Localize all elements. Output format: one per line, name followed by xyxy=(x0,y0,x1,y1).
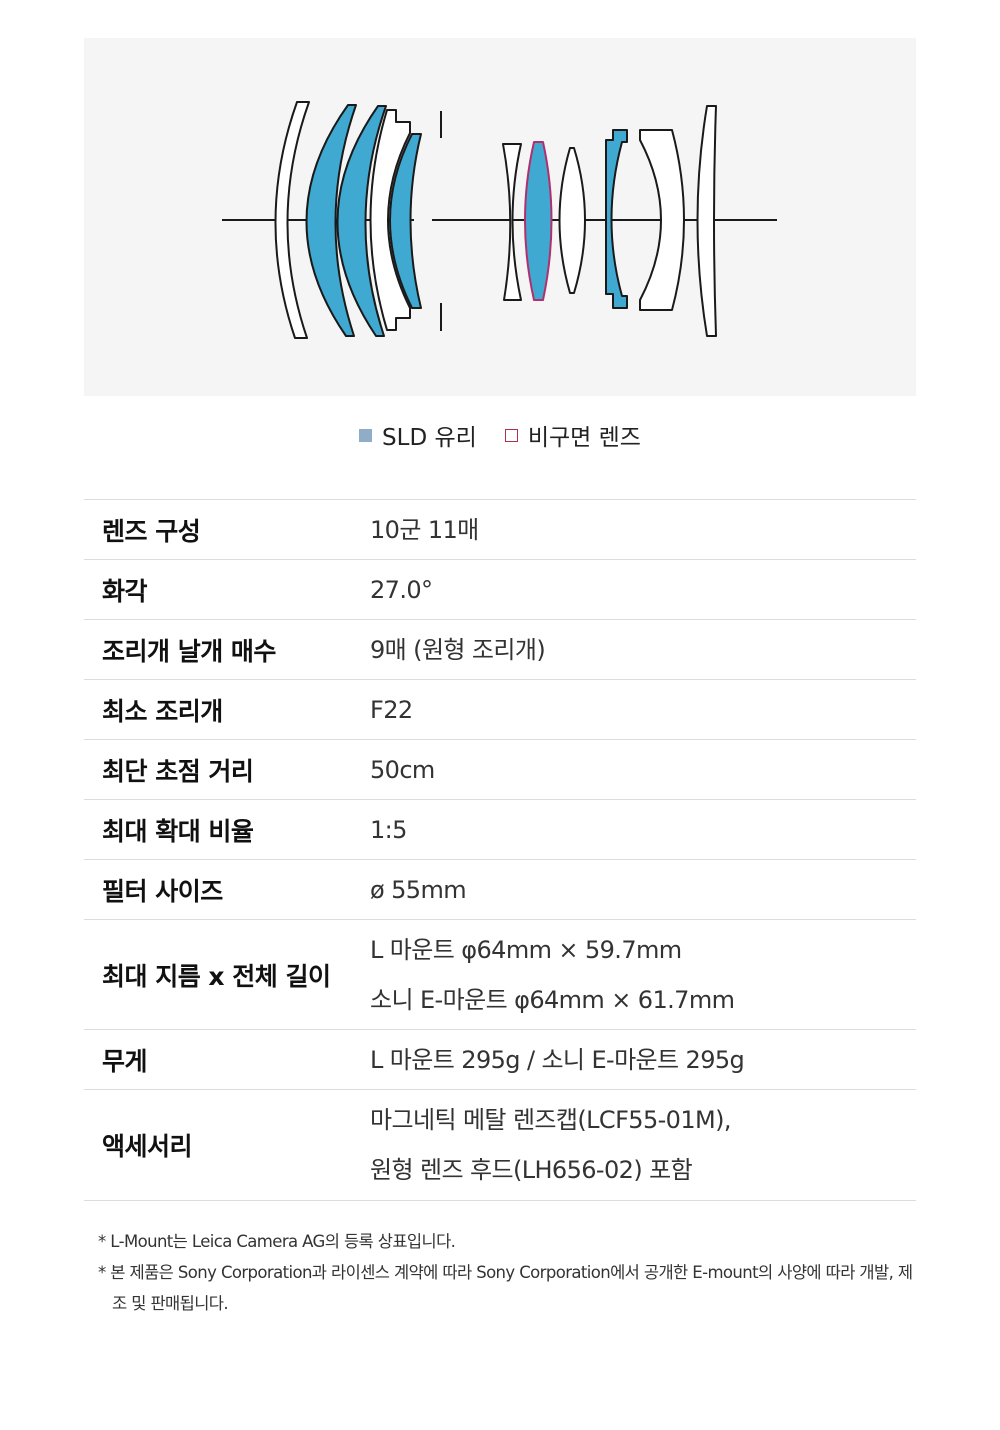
spec-label: 무게 xyxy=(102,1046,148,1076)
legend-item-aspherical: 비구면 렌즈 xyxy=(504,418,641,452)
spec-value-line: F22 xyxy=(370,695,413,724)
spec-value-line: 1:5 xyxy=(370,815,407,844)
spec-value-line: L 마운트 295g / 소니 E-마운트 295g xyxy=(370,1045,745,1074)
spec-row-aperture-blades: 조리개 날개 매수 9매 (원형 조리개) xyxy=(84,620,916,680)
spec-value-line: 마그네틱 메탈 렌즈캡(LCF55-01M), xyxy=(370,1106,732,1134)
legend-label-sld: SLD 유리 xyxy=(382,425,477,451)
spec-row-max-magnification: 최대 확대 비율 1:5 xyxy=(84,800,916,860)
legend-item-sld: SLD 유리 xyxy=(359,418,477,452)
aspherical-lens-swatch-icon xyxy=(504,428,518,442)
lens-diagram xyxy=(84,38,916,396)
lens-diagram-svg xyxy=(222,101,777,339)
lens-element-5-sld xyxy=(389,133,422,309)
lens-element-11 xyxy=(696,105,717,337)
spec-value-line: 원형 렌즈 후드(LH656-02) 포함 xyxy=(370,1156,693,1184)
spec-value-line: L 마운트 φ64mm × 59.7mm xyxy=(370,935,682,964)
lens-element-6 xyxy=(502,143,522,301)
legend: SLD 유리 비구면 렌즈 xyxy=(0,417,1000,453)
spec-value: ø 55mm xyxy=(370,865,916,915)
spec-label: 렌즈 구성 xyxy=(102,516,201,546)
footnote-license: * 본 제품은 Sony Corporation과 라이센스 계약에 따라 So… xyxy=(98,1263,913,1313)
spec-row-minimum-focus-distance: 최단 초점 거리 50cm xyxy=(84,740,916,800)
spec-value-line: ø 55mm xyxy=(370,875,467,904)
spec-label: 최대 지름 x 전체 길이 xyxy=(102,961,331,991)
spec-value: 9매 (원형 조리개) xyxy=(370,625,916,675)
spec-row-weight: 무게 L 마운트 295g / 소니 E-마운트 295g xyxy=(84,1030,916,1090)
spec-label: 액세서리 xyxy=(102,1132,193,1161)
spec-value: 10군 11매 xyxy=(370,505,916,555)
sld-glass-swatch-icon xyxy=(359,428,373,442)
spec-value-line: 9매 (원형 조리개) xyxy=(370,635,546,664)
lens-element-8 xyxy=(558,147,586,294)
spec-row-angle-of-view: 화각 27.0° xyxy=(84,560,916,620)
footnotes: * L-Mount는 Leica Camera AG의 등록 상표입니다. * … xyxy=(98,1226,918,1319)
lens-element-9-sld xyxy=(605,129,628,309)
spec-value-line: 소니 E-마운트 φ64mm × 61.7mm xyxy=(370,985,735,1014)
spec-label: 최소 조리개 xyxy=(102,696,223,726)
spec-value: 50cm xyxy=(370,745,916,795)
spec-value-line: 10군 11매 xyxy=(370,515,479,544)
lens-element-4 xyxy=(369,109,411,331)
spec-value: 27.0° xyxy=(370,565,916,615)
spec-value: 마그네틱 메탈 렌즈캡(LCF55-01M), 원형 렌즈 후드(LH656-0… xyxy=(370,1095,916,1195)
lens-element-7-asph-sld xyxy=(524,141,553,301)
spec-value: L 마운트 φ64mm × 59.7mm 소니 E-마운트 φ64mm × 61… xyxy=(370,925,916,1025)
spec-row-minimum-aperture: 최소 조리개 F22 xyxy=(84,680,916,740)
spec-row-lens-construction: 렌즈 구성 10군 11매 xyxy=(84,500,916,560)
lens-element-1 xyxy=(274,101,310,339)
spec-value-line: 27.0° xyxy=(370,575,433,604)
footnote-trademark: * L-Mount는 Leica Camera AG의 등록 상표입니다. xyxy=(98,1232,456,1251)
spec-label: 필터 사이즈 xyxy=(102,876,223,906)
lens-element-3-sld xyxy=(336,105,387,337)
legend-label-aspherical: 비구면 렌즈 xyxy=(527,425,641,451)
spec-label: 화각 xyxy=(102,576,148,606)
spec-table: 렌즈 구성 10군 11매 화각 27.0° 조리개 날개 매수 9매 (원형 … xyxy=(84,499,916,1201)
spec-value: L 마운트 295g / 소니 E-마운트 295g xyxy=(370,1035,916,1085)
lens-element-10 xyxy=(639,129,685,311)
lens-element-2-sld xyxy=(305,104,357,337)
spec-row-filter-size: 필터 사이즈 ø 55mm xyxy=(84,860,916,920)
spec-label: 조리개 날개 매수 xyxy=(102,636,276,666)
spec-value: F22 xyxy=(370,685,916,735)
spec-label: 최대 확대 비율 xyxy=(102,816,254,846)
spec-value-line: 50cm xyxy=(370,755,435,784)
spec-label: 최단 초점 거리 xyxy=(102,756,254,786)
spec-value: 1:5 xyxy=(370,805,916,855)
spec-row-accessories: 액세서리 마그네틱 메탈 렌즈캡(LCF55-01M), 원형 렌즈 후드(LH… xyxy=(84,1090,916,1201)
spec-row-dimensions: 최대 지름 x 전체 길이 L 마운트 φ64mm × 59.7mm 소니 E-… xyxy=(84,920,916,1030)
